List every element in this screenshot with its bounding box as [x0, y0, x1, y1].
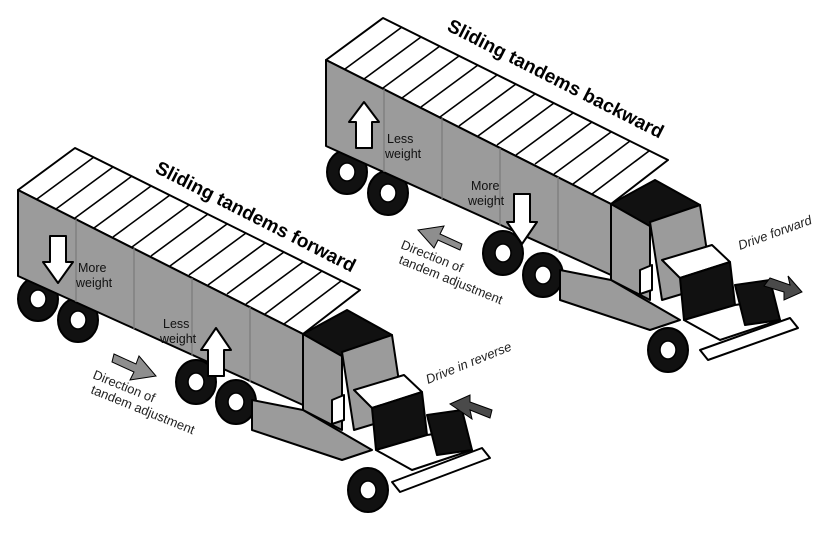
drive-reverse-arrow [448, 394, 493, 421]
truck-backward: Less weight More weight Sliding tandems … [325, 16, 814, 373]
more-weight-back-2: weight [467, 194, 505, 208]
trailer-ribs-front [36, 156, 342, 325]
cab-front [251, 309, 491, 513]
adjust-arrow-front [111, 353, 157, 381]
less-weight-front-2: weight [159, 332, 197, 346]
down-arrow-front [42, 235, 74, 284]
adjust-arrow-back [417, 225, 463, 251]
drive-forward-label: Drive forward [736, 212, 814, 253]
trailer-ribs-back [344, 26, 650, 195]
more-weight-front-1: More [78, 261, 107, 275]
drive-forward-arrow [763, 275, 803, 301]
up-arrow-back [348, 101, 380, 149]
down-arrow-back [506, 193, 538, 245]
cab-back [559, 179, 799, 373]
truck-forward: More weight Less weight Sliding tandems … [17, 147, 514, 513]
more-weight-front-2: weight [75, 276, 113, 290]
more-weight-back-1: More [471, 179, 500, 193]
drive-reverse-label: Drive in reverse [424, 339, 514, 387]
less-weight-front-1: Less [163, 317, 189, 331]
less-weight-back-1: Less [387, 132, 413, 146]
trailer-wheels-back [326, 149, 564, 298]
up-arrow-front [200, 327, 232, 377]
less-weight-back-2: weight [384, 147, 422, 161]
